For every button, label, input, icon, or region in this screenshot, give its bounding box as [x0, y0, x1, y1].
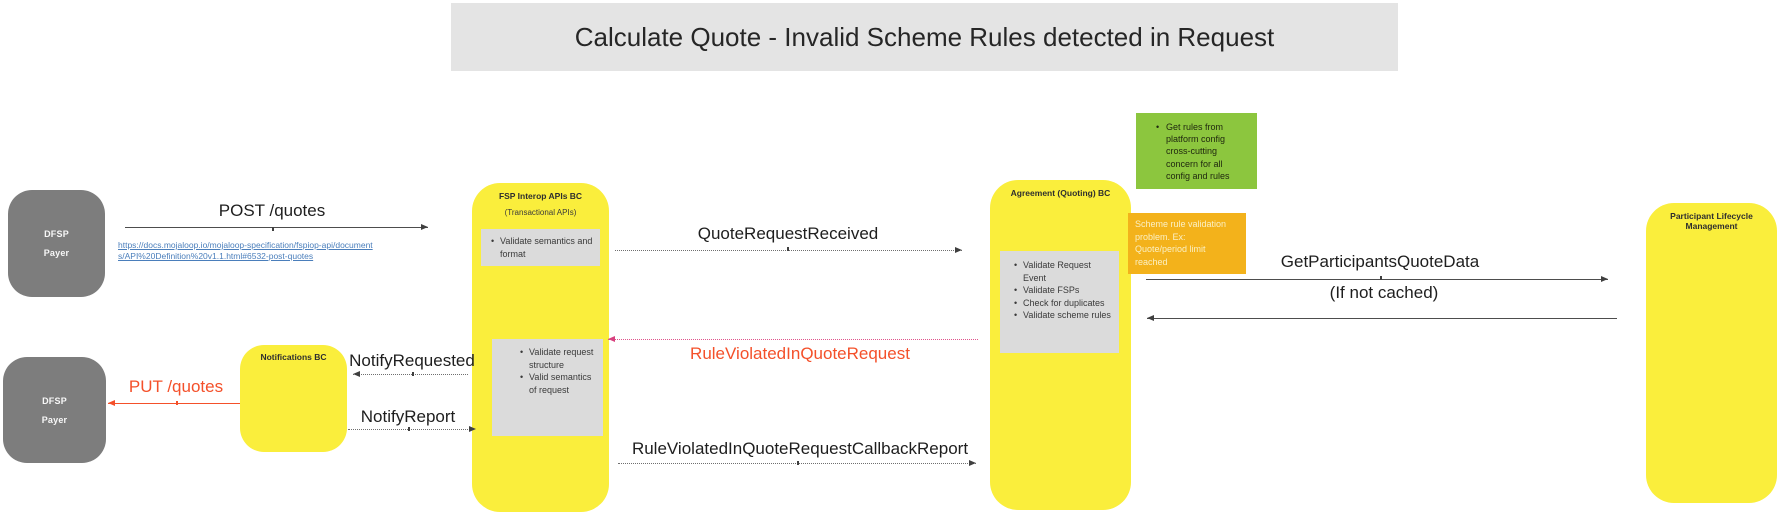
message-quote-request-received[interactable]: QuoteRequestReceived — [697, 224, 879, 243]
box-title: Agreement (Quoting) BC — [1010, 188, 1111, 198]
note-validate-request-structure[interactable]: Validate request structure Valid semanti… — [492, 339, 603, 436]
get-participants-return-connector — [1147, 318, 1617, 319]
connector-midpoint — [408, 427, 410, 431]
box-subtitle: (Transactional APIs) — [504, 208, 577, 217]
message-put-quotes[interactable]: PUT /quotes — [128, 377, 224, 396]
message-rule-violated-in-quote-request[interactable]: RuleViolatedInQuoteRequest — [690, 344, 910, 363]
box-title: Participant Lifecycle Management — [1670, 211, 1753, 231]
actor-label-line1: DFSP — [42, 395, 67, 406]
note-agreement-validations[interactable]: Validate Request Event Validate FSPs Che… — [1000, 251, 1119, 353]
note-item: Validate FSPs — [1014, 284, 1115, 297]
arrowhead-left-icon — [353, 371, 360, 377]
actor-label-line1: DFSP — [44, 229, 69, 239]
note-item: Validate Request Event — [1014, 259, 1115, 284]
connector-midpoint — [787, 247, 789, 251]
connector-midpoint — [176, 401, 178, 405]
message-get-participants-quote-data[interactable]: GetParticipantsQuoteData — [1280, 252, 1480, 271]
get-participants-connector — [1146, 279, 1608, 280]
actor-dfsp-payer-bottom[interactable]: DFSP Payer — [3, 357, 106, 463]
arrowhead-right-icon — [421, 224, 428, 230]
box-participant-lifecycle-management[interactable]: Participant Lifecycle Management — [1646, 203, 1777, 503]
arrowhead-left-icon — [1147, 315, 1154, 321]
arrowhead-right-icon — [469, 426, 476, 432]
note-validate-semantics-format[interactable]: Validate semantics and format — [481, 229, 600, 266]
connector-midpoint — [797, 461, 799, 465]
note-item: Validate semantics and format — [491, 235, 596, 260]
arrowhead-left-icon — [608, 336, 615, 342]
sticky-note-scheme-rule-problem[interactable]: Scheme rule validation problem. Ex: Quot… — [1128, 213, 1246, 274]
connector-midpoint — [412, 372, 414, 376]
message-if-not-cached[interactable]: (If not cached) — [1329, 283, 1439, 302]
put-quotes-connector — [108, 403, 240, 404]
arrowhead-right-icon — [1601, 276, 1608, 282]
note-item: Get rules from platform config cross-cut… — [1156, 121, 1238, 182]
note-item: Valid semantics of request — [520, 371, 595, 396]
message-post-quotes[interactable]: POST /quotes — [218, 201, 326, 220]
box-title: Notifications BC — [260, 352, 327, 362]
note-text: Scheme rule validation problem. Ex: Quot… — [1135, 219, 1227, 267]
message-notify-requested[interactable]: NotifyRequested — [349, 351, 475, 370]
connector-midpoint — [1380, 276, 1382, 280]
rule-violated-connector — [608, 339, 978, 340]
actor-label-line2: Payer — [43, 248, 70, 258]
note-item: Validate scheme rules — [1014, 309, 1115, 322]
diagram-title: Calculate Quote - Invalid Scheme Rules d… — [574, 21, 1275, 52]
arrowhead-left-icon — [108, 400, 115, 406]
actor-dfsp-payer-top[interactable]: DFSP Payer — [8, 190, 105, 297]
actor-label-line2: Payer — [41, 414, 68, 425]
connector-midpoint — [272, 227, 274, 231]
message-rule-violated-callback-report[interactable]: RuleViolatedInQuoteRequestCallbackReport — [631, 439, 969, 458]
arrowhead-right-icon — [969, 460, 976, 466]
box-title: FSP Interop APIs BC — [498, 191, 583, 201]
arrowhead-right-icon — [955, 247, 962, 253]
note-item: Validate request structure — [520, 346, 595, 371]
box-notifications-bc[interactable]: Notifications BC — [240, 345, 347, 452]
notify-requested-connector — [353, 374, 468, 375]
diagram-title-bar: Calculate Quote - Invalid Scheme Rules d… — [451, 3, 1398, 71]
sticky-note-get-rules[interactable]: Get rules from platform config cross-cut… — [1136, 113, 1257, 189]
post-quotes-spec-link[interactable]: https://docs.mojaloop.io/mojaloop-specif… — [118, 240, 373, 261]
message-notify-report[interactable]: NotifyReport — [360, 407, 456, 426]
note-item: Check for duplicates — [1014, 297, 1115, 310]
post-quotes-connector — [125, 227, 428, 228]
quote-request-received-connector — [615, 250, 962, 251]
